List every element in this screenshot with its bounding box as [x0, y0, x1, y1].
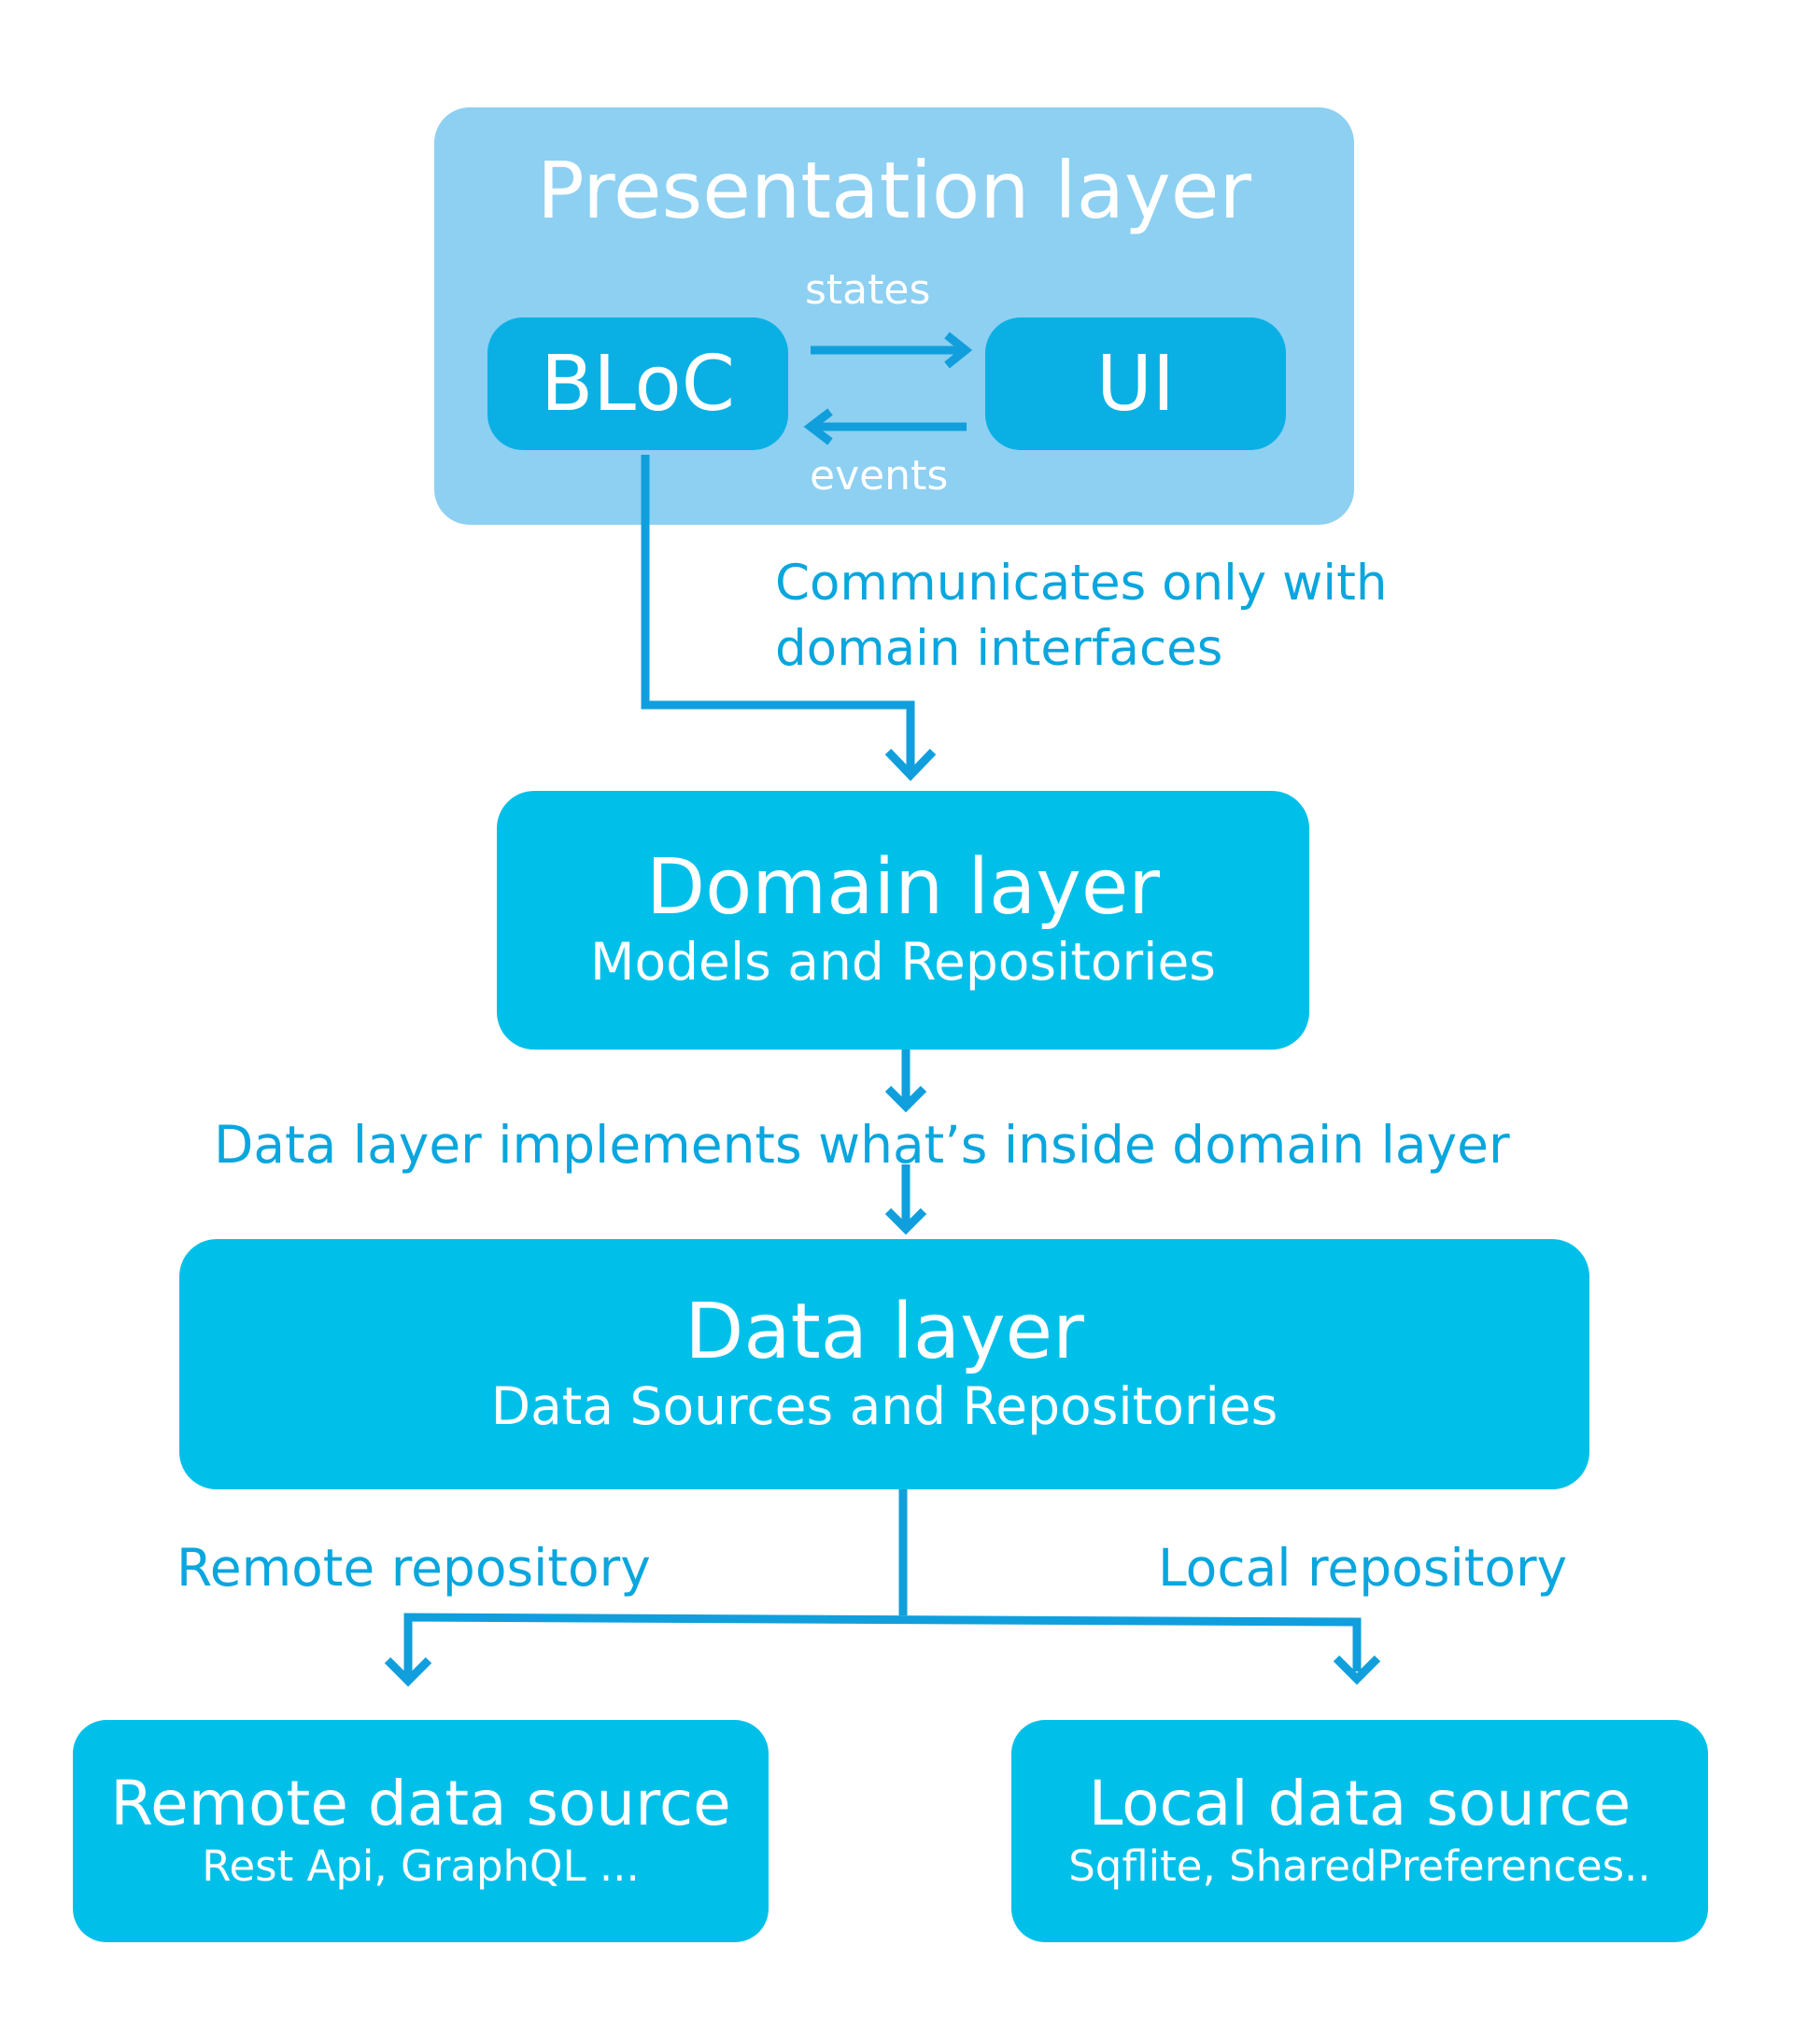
domain-layer-box: Domain layer Models and Repositories — [497, 791, 1309, 1050]
bloc-to-domain-line — [641, 455, 915, 770]
data-layer-title: Data layer — [685, 1287, 1084, 1376]
events-label: events — [810, 452, 949, 500]
local-data-source-title: Local data source — [1088, 1767, 1631, 1840]
domain-to-data-arrowhead-bottom — [884, 1207, 927, 1235]
implements-label: Data layer implements what’s inside doma… — [214, 1115, 1510, 1175]
local-data-source-box: Local data source Sqflite, SharedPrefere… — [1011, 1720, 1708, 1942]
communicates-label-line2: domain interfaces — [775, 619, 1223, 677]
local-repository-label: Local repository — [1158, 1538, 1568, 1598]
remote-data-source-subtitle: Rest Api, GraphQL ... — [202, 1840, 640, 1891]
communicates-label: Communicates only with domain interfaces — [775, 551, 1387, 682]
events-arrowhead — [803, 408, 833, 445]
ui-node: UI — [985, 317, 1286, 450]
presentation-layer-title: Presentation layer — [537, 145, 1251, 236]
domain-layer-subtitle: Models and Repositories — [590, 932, 1216, 993]
bloc-to-domain-arrowhead — [884, 748, 937, 782]
data-layer-subtitle: Data Sources and Repositories — [490, 1375, 1278, 1436]
data-layer-box: Data layer Data Sources and Repositories — [179, 1239, 1589, 1489]
presentation-layer-box: Presentation layer — [434, 107, 1354, 525]
local-data-source-subtitle: Sqflite, SharedPreferences.. — [1068, 1840, 1651, 1891]
data-branch-line — [403, 1613, 1362, 1678]
communicates-label-line1: Communicates only with — [775, 555, 1388, 612]
remote-data-source-box: Remote data source Rest Api, GraphQL ... — [73, 1720, 769, 1942]
remote-repository-label: Remote repository — [176, 1538, 651, 1598]
bloc-node: BLoC — [487, 317, 788, 450]
states-arrowhead — [944, 331, 973, 369]
remote-data-source-title: Remote data source — [110, 1767, 731, 1840]
remote-arrowhead — [384, 1656, 432, 1687]
domain-to-data-arrowhead-top — [884, 1085, 927, 1113]
local-arrowhead — [1333, 1655, 1381, 1685]
domain-layer-title: Domain layer — [646, 843, 1160, 933]
states-label: states — [805, 266, 931, 314]
